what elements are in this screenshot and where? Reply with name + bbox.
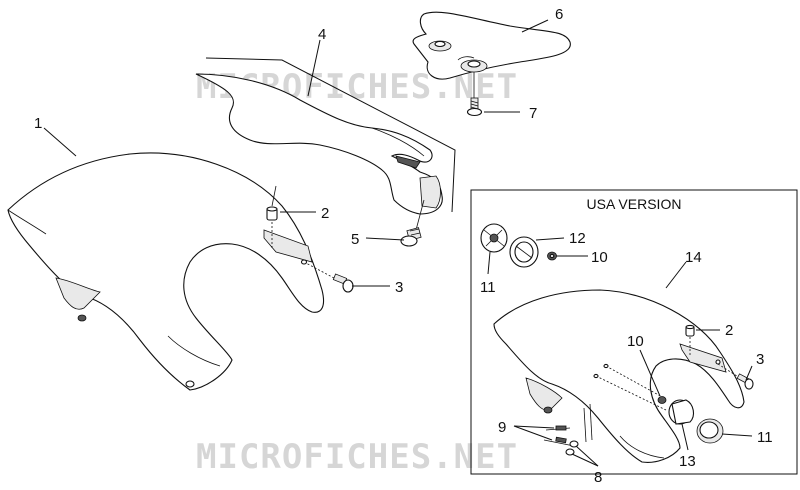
part-13-reflector-housing [668,399,695,425]
callout-1: 1 [34,115,42,132]
callout-10-top: 10 [591,249,608,266]
part-11-reflector-lens [696,418,724,444]
callout-11-lower: 11 [757,429,773,446]
part-8-washers [565,403,593,456]
callout-4: 4 [318,26,326,43]
part-5-screw [400,199,425,247]
callout-9: 9 [498,419,506,436]
part-4-inner-panel [195,57,456,215]
callout-11-top: 11 [480,279,496,296]
part-1-front-fender [7,152,325,391]
part-2-clip-usa [685,324,695,356]
part-12-reflector-holder [509,236,539,268]
part-3-screw-usa [717,363,754,390]
callout-8: 8 [594,469,602,486]
part-10-nut-lower [657,396,667,404]
callout-10-lower: 10 [627,333,644,350]
part-10-nut-top [547,251,557,261]
callout-2: 2 [321,205,329,222]
usa-version-title: USA VERSION [587,196,682,212]
part-9-screws [543,425,575,447]
part-11-reflector-base-top [480,223,508,253]
callout-12: 12 [569,230,586,247]
usa-version-box [470,189,798,475]
callout-7: 7 [529,105,537,122]
callout-6: 6 [555,6,563,23]
leader-lines [43,19,753,467]
callout-13: 13 [679,453,696,470]
callout-2-usa: 2 [725,322,733,339]
callout-5: 5 [351,231,359,248]
callout-14: 14 [685,249,702,266]
part-14-usa-fender [493,289,745,463]
callout-3-usa: 3 [756,351,764,368]
callout-labels: 1 2 3 4 5 6 7 12 10 11 14 2 3 10 9 8 13 … [34,6,773,486]
watermark-bottom: MICROFICHES.NET [196,437,518,477]
part-2-clip [266,185,278,250]
callout-3: 3 [395,279,403,296]
part-7-screw [466,72,483,117]
